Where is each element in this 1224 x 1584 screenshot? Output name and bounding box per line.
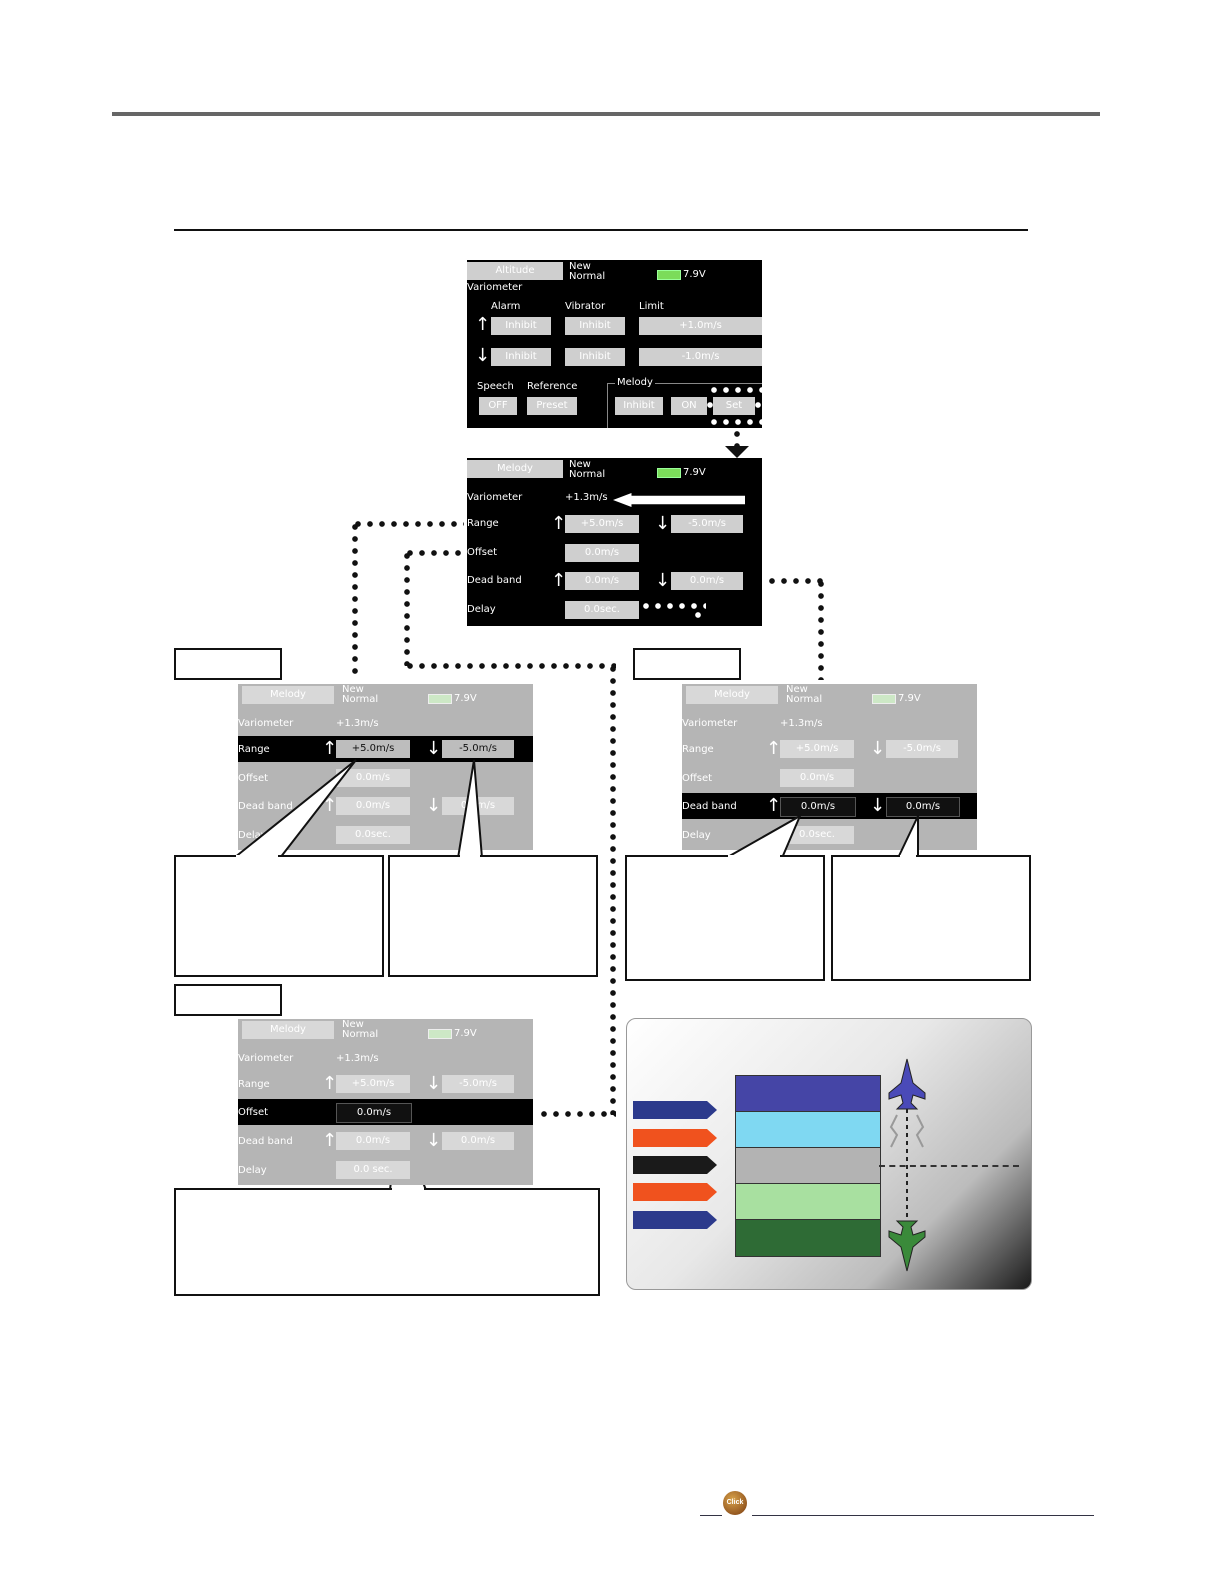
- model-line2: Normal: [342, 1029, 378, 1040]
- up-arrow-icon: ↑: [322, 1075, 337, 1093]
- range-label: Range: [238, 1079, 270, 1090]
- band-bottom: [735, 1219, 881, 1257]
- climb-descend-graphic: [883, 1055, 947, 1275]
- melody-tab: Melody: [242, 1021, 334, 1039]
- variometer-label: Variometer: [238, 1053, 293, 1064]
- range-up-pointer: [234, 760, 356, 858]
- band-upper: [735, 1111, 881, 1149]
- pointer-join-2: [460, 855, 480, 858]
- band-top: [735, 1075, 881, 1113]
- deadband-up-note: [625, 855, 825, 981]
- deadband-down-pointer: [898, 816, 918, 858]
- band-center: [735, 1147, 881, 1185]
- pointer-join-4: [900, 855, 916, 858]
- down-arrow-icon: ↓: [426, 1075, 441, 1093]
- offset-button[interactable]: 0.0m/s: [336, 1103, 412, 1123]
- range-down-pointer: [458, 760, 482, 858]
- range-down-note: [388, 855, 598, 977]
- offset-detail-screen: Melody New Normal 7.9V Variometer +1.3m/…: [238, 1019, 533, 1185]
- offset-note: [174, 1188, 600, 1296]
- melody-band-diagram: [626, 1018, 1032, 1290]
- tag-offset: [633, 1156, 707, 1174]
- variometer-value: +1.3m/s: [336, 1053, 379, 1064]
- pointer-join-3: [728, 855, 780, 858]
- range-down-button: -5.0m/s: [442, 1075, 514, 1093]
- tag-deadband-up: [633, 1129, 707, 1147]
- pointer-join-1: [236, 855, 278, 858]
- pointer-join-5: [392, 1188, 424, 1191]
- deadband-label: Dead band: [238, 1136, 293, 1147]
- lower-plane-icon: [889, 1221, 925, 1271]
- footer-rule-left: [700, 1515, 722, 1516]
- band-lower: [735, 1183, 881, 1221]
- deadband-down-note: [831, 855, 1031, 981]
- range-up-note: [174, 855, 384, 977]
- click-icon[interactable]: Click: [723, 1491, 747, 1515]
- deadband-up-button: 0.0m/s: [336, 1132, 410, 1150]
- battery-voltage: 7.9V: [454, 1028, 477, 1039]
- range-up-button: +5.0m/s: [336, 1075, 410, 1093]
- delay-button: 0.0 sec.: [336, 1161, 410, 1179]
- tag-range-down: [633, 1211, 707, 1229]
- upper-plane-icon: [889, 1059, 925, 1109]
- delay-label: Delay: [238, 1165, 267, 1176]
- up-arrow-icon: ↑: [322, 1132, 337, 1150]
- battery-icon: [428, 1029, 452, 1039]
- deadband-up-pointer: [726, 816, 800, 858]
- tag-range-up: [633, 1101, 707, 1119]
- down-arrow-icon: ↓: [426, 1132, 441, 1150]
- deadband-down-button: 0.0m/s: [442, 1132, 514, 1150]
- offset-label: Offset: [238, 1107, 268, 1118]
- tag-deadband-down: [633, 1183, 707, 1201]
- footer-rule-right: [752, 1515, 1094, 1516]
